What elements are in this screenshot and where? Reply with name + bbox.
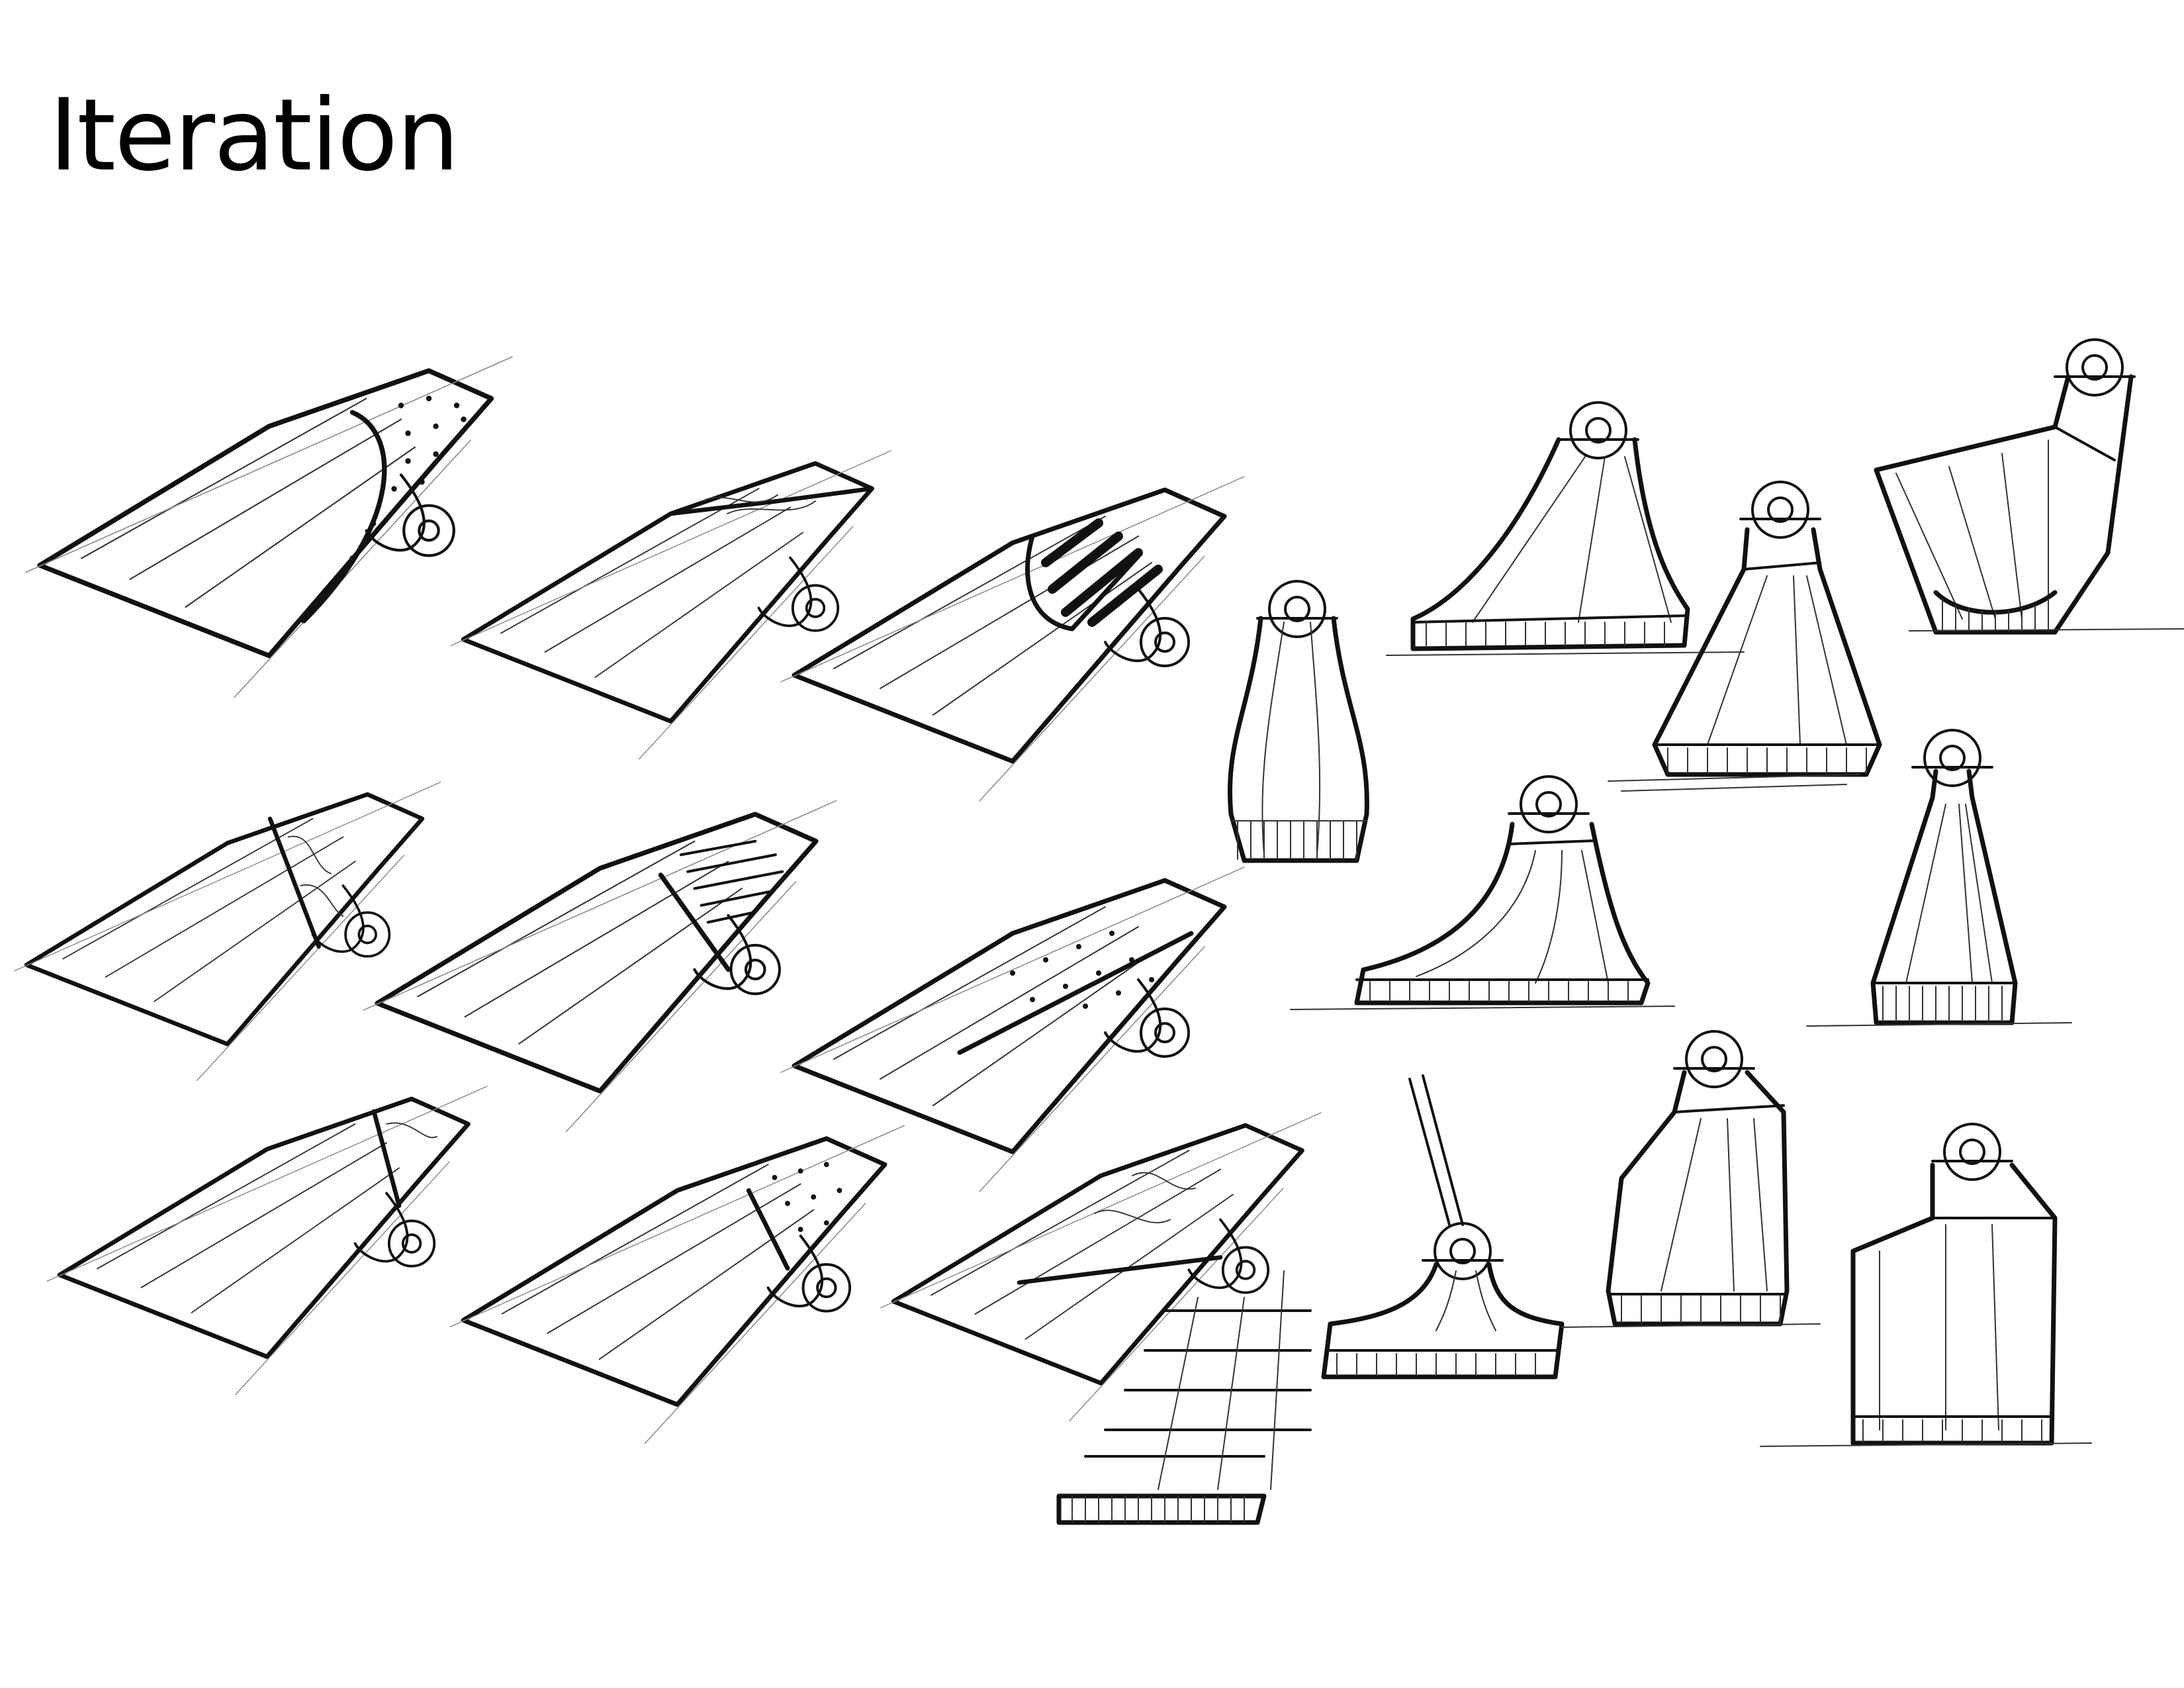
upright-form-bottle	[1227, 580, 1369, 863]
slatted-block-sketch	[1056, 1270, 1312, 1525]
upright-form-short-trapezoid	[1561, 1030, 1821, 1328]
upright-form-rectangle	[1760, 1123, 2092, 1447]
fin-sketch-dotted	[26, 357, 512, 698]
fin-sketch-dotted	[450, 1125, 904, 1443]
fin-sketch-dotted	[781, 867, 1244, 1192]
upright-form-trapezoid	[1608, 481, 1882, 792]
upright-form-fan	[1874, 338, 2184, 635]
fin-sketch-wood-grain	[15, 782, 441, 1081]
fin-sketch-wood-grain	[881, 1113, 1321, 1421]
fin-sketch-wood-grain	[451, 451, 891, 759]
upright-form-curved-foot	[1290, 775, 1675, 1010]
upright-form-slanted-trapezoid	[1386, 401, 1745, 656]
upright-form-arm-clamp	[1321, 1074, 1565, 1380]
fin-sketch-slots	[781, 477, 1244, 801]
page-title: Iteration	[49, 78, 459, 193]
fin-sketch-wood-grain	[47, 1086, 487, 1395]
upright-form-tall-cone	[1806, 729, 2072, 1027]
fin-sketch-maze	[364, 801, 837, 1132]
